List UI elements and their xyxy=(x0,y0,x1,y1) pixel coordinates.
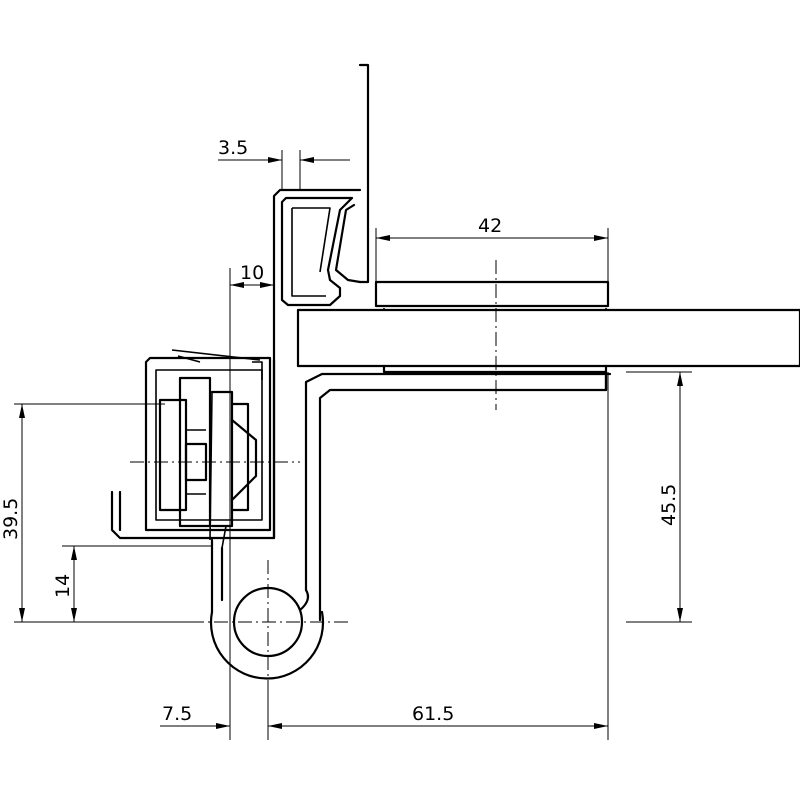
dimension-45-5-text: 45.5 xyxy=(658,484,680,526)
dimension-45-5: 45.5 xyxy=(658,372,683,622)
dimension-42-text: 42 xyxy=(478,215,502,237)
bottom-clamp-plate xyxy=(382,308,608,374)
dimension-3-5-text: 3.5 xyxy=(218,137,248,159)
top-clamp-plate xyxy=(374,280,610,308)
dimension-42: 42 xyxy=(375,215,609,282)
adjustment-cam xyxy=(158,376,258,549)
dimension-14-text: 14 xyxy=(52,574,74,598)
door-panel xyxy=(296,308,800,368)
dimension-39-5: 39.5 xyxy=(0,404,25,622)
dimension-7-5-text: 7.5 xyxy=(162,703,192,725)
dimension-61-5-text: 61.5 xyxy=(412,703,454,725)
dimension-10-text: 10 xyxy=(240,262,264,284)
extension-lines xyxy=(14,290,692,740)
dimension-10: 10 xyxy=(229,262,274,290)
l-bracket xyxy=(304,370,612,622)
dimension-14: 14 xyxy=(52,546,77,622)
dimension-3-5: 3.5 xyxy=(218,137,350,190)
adjuster-housing xyxy=(110,349,276,540)
dimension-7-5: 7.5 xyxy=(160,703,282,729)
dimension-61-5: 61.5 xyxy=(268,703,608,729)
dimension-39-5-text: 39.5 xyxy=(0,498,22,540)
centre-lines xyxy=(130,260,497,690)
